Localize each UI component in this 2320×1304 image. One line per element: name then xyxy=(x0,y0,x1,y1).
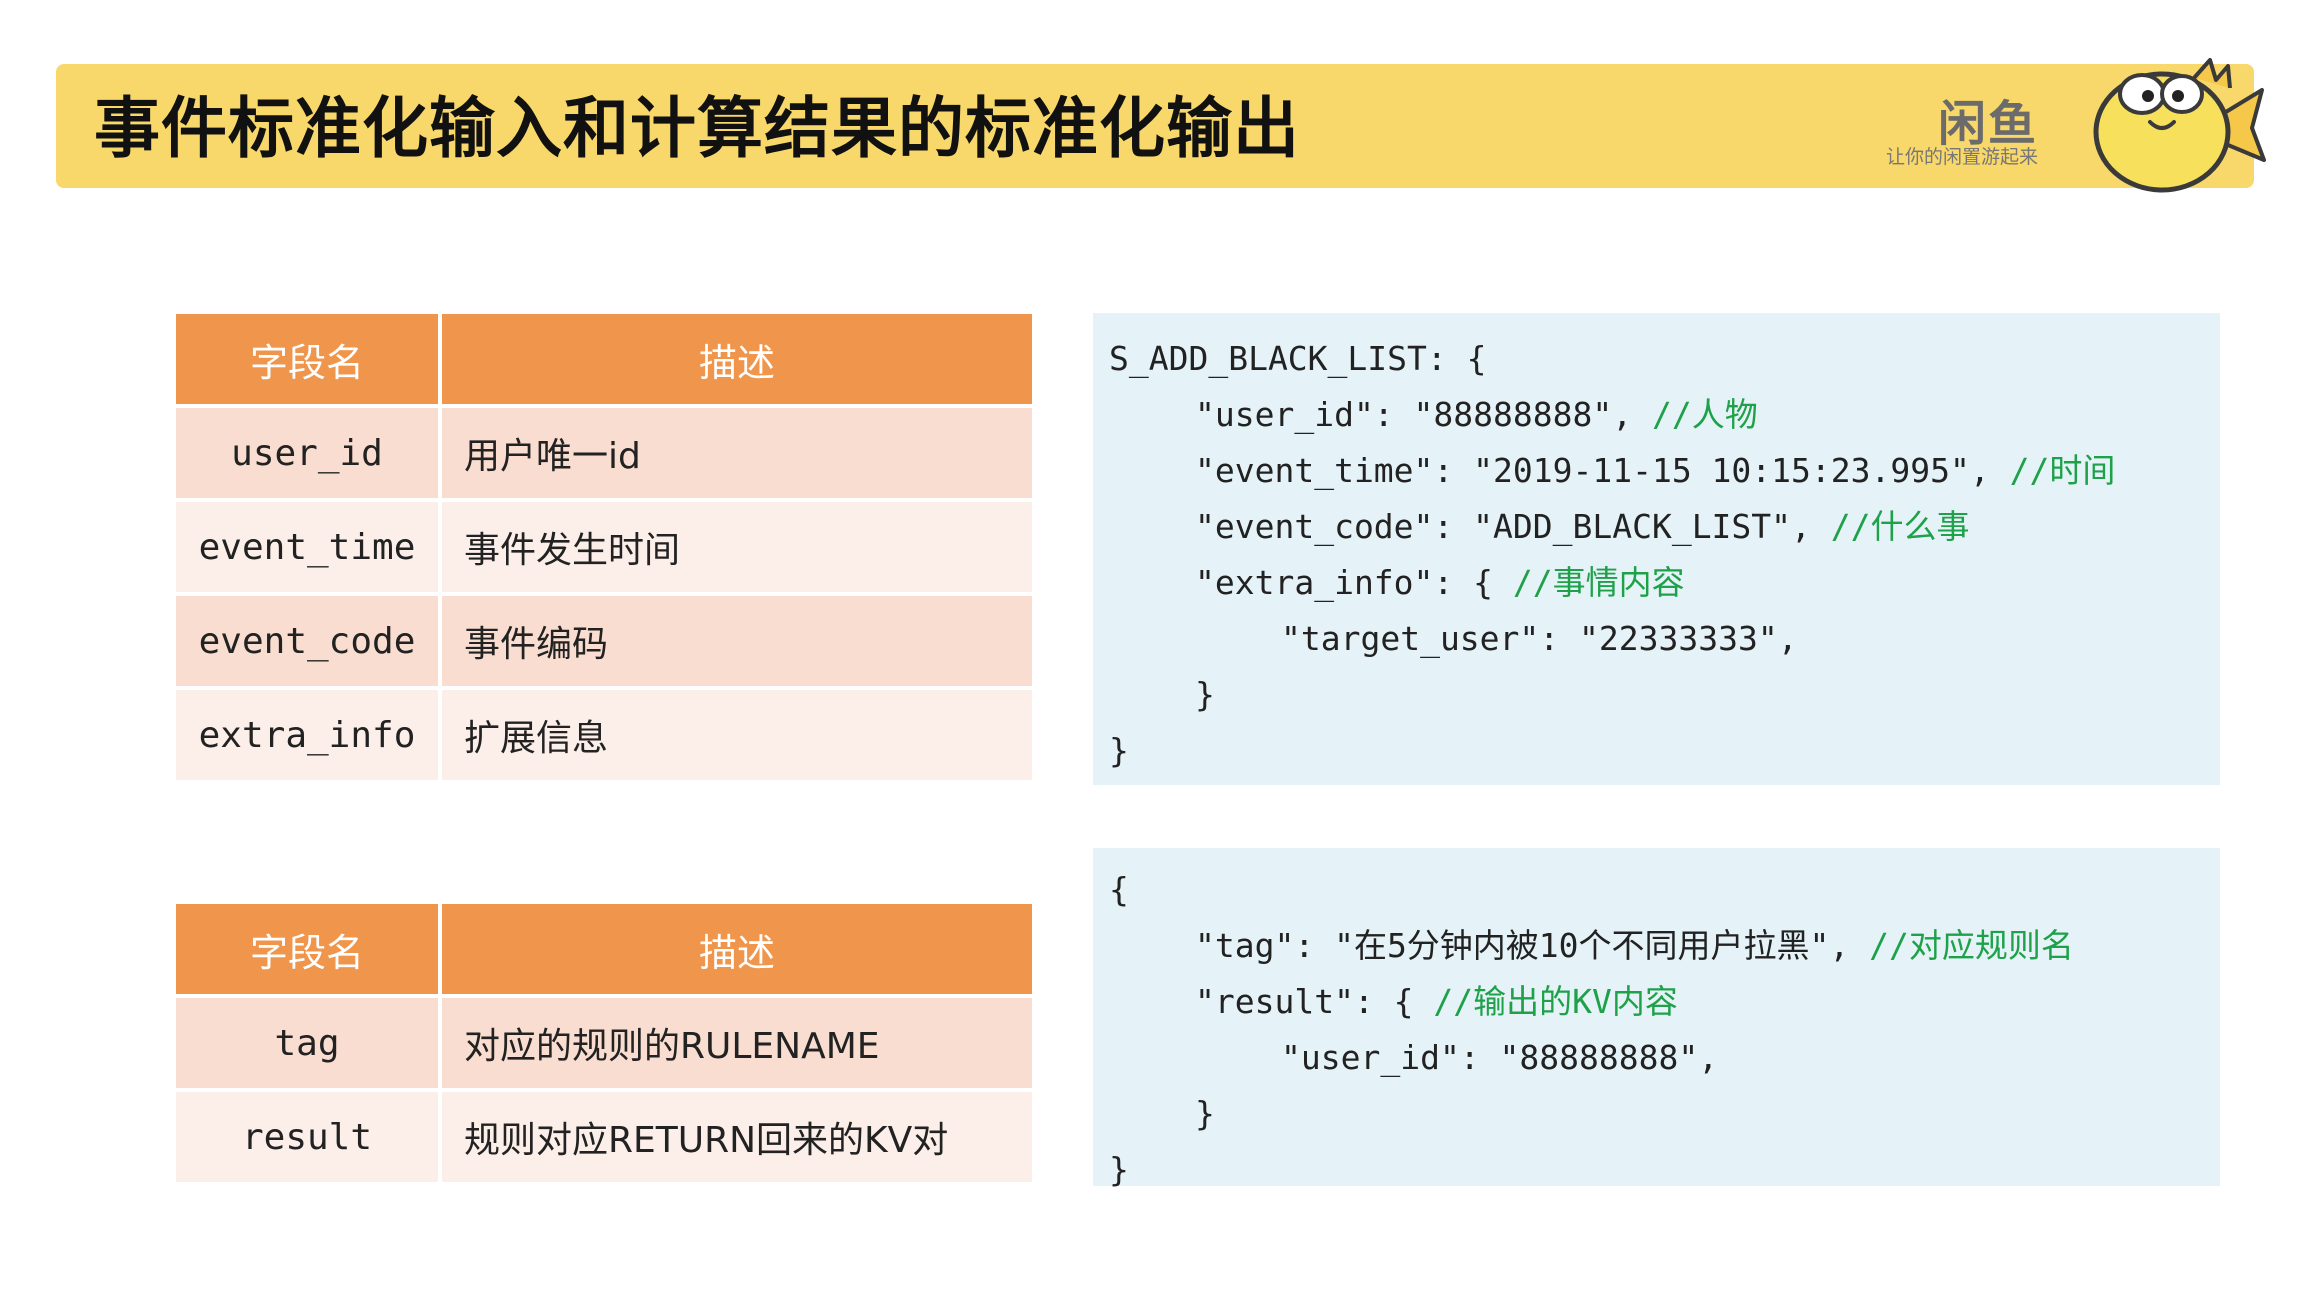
header-description: 描述 xyxy=(438,904,1032,994)
code-comment: //什么事 xyxy=(1830,507,1970,546)
header-field-name: 字段名 xyxy=(176,904,438,994)
code-line: "user_id": "88888888", //人物 xyxy=(1109,387,2220,443)
code-text: "event_code": "ADD_BLACK_LIST", xyxy=(1195,507,1831,546)
table-header-row: 字段名 描述 xyxy=(176,904,1032,994)
table-row: tag 对应的规则的RULENAME xyxy=(176,994,1032,1088)
header-field-name: 字段名 xyxy=(176,314,438,404)
field-desc-cell: 扩展信息 xyxy=(438,686,1032,780)
table-row: result 规则对应RETURN回来的KV对 xyxy=(176,1088,1032,1182)
field-desc-cell: 对应的规则的RULENAME xyxy=(438,994,1032,1088)
brand-logo: 闲鱼 让你的闲置游起来 xyxy=(1860,84,2046,174)
code-text: "user_id": "88888888", xyxy=(1195,395,1652,434)
input-field-table: 字段名 描述 user_id 用户唯一id event_time 事件发生时间 … xyxy=(176,314,1032,780)
header-description: 描述 xyxy=(438,314,1032,404)
field-desc-cell: 事件编码 xyxy=(438,592,1032,686)
field-desc-cell: 事件发生时间 xyxy=(438,498,1032,592)
code-comment: //人物 xyxy=(1651,395,1758,434)
code-line: "event_code": "ADD_BLACK_LIST", //什么事 xyxy=(1109,499,2220,555)
code-text: "tag": "在5分钟内被10个不同用户拉黑", xyxy=(1195,926,1870,965)
title-banner xyxy=(56,64,2254,188)
code-line: } xyxy=(1109,731,1129,770)
code-text: "extra_info": { xyxy=(1195,563,1513,602)
code-line: "tag": "在5分钟内被10个不同用户拉黑", //对应规则名 xyxy=(1109,918,2220,974)
field-name-cell: tag xyxy=(176,994,438,1088)
field-name-cell: extra_info xyxy=(176,686,438,780)
code-comment: //输出的KV内容 xyxy=(1433,982,1678,1021)
logo-tagline: 让你的闲置游起来 xyxy=(1885,146,2038,168)
field-name-cell: event_time xyxy=(176,498,438,592)
code-line: } xyxy=(1195,675,1215,714)
page-title: 事件标准化输入和计算结果的标准化输出 xyxy=(94,90,1300,167)
code-line: "target_user": "22333333", xyxy=(1281,619,1798,658)
code-line: "extra_info": { //事情内容 xyxy=(1109,555,2220,611)
code-text: "result": { xyxy=(1195,982,1434,1021)
table-row: event_time 事件发生时间 xyxy=(176,498,1032,592)
code-text: "event_time": "2019-11-15 10:15:23.995", xyxy=(1195,451,2010,490)
code-line: } xyxy=(1109,1150,1129,1189)
code-comment: //事情内容 xyxy=(1512,563,1685,602)
code-line: "event_time": "2019-11-15 10:15:23.995",… xyxy=(1109,443,2220,499)
code-line: { xyxy=(1109,870,1129,909)
table-row: extra_info 扩展信息 xyxy=(176,686,1032,780)
code-comment: //时间 xyxy=(2009,451,2116,490)
code-comment: //对应规则名 xyxy=(1869,926,2074,965)
code-line: } xyxy=(1195,1094,1215,1133)
field-desc-cell: 规则对应RETURN回来的KV对 xyxy=(438,1088,1032,1182)
field-desc-cell: 用户唯一id xyxy=(438,404,1032,498)
table-row: event_code 事件编码 xyxy=(176,592,1032,686)
code-line: "user_id": "88888888", xyxy=(1281,1038,1719,1077)
code-line: "result": { //输出的KV内容 xyxy=(1109,974,2220,1030)
field-name-cell: user_id xyxy=(176,404,438,498)
field-name-cell: result xyxy=(176,1088,438,1182)
table-header-row: 字段名 描述 xyxy=(176,314,1032,404)
output-json-example: { "tag": "在5分钟内被10个不同用户拉黑", //对应规则名 "res… xyxy=(1093,848,2220,1189)
fish-mascot-icon xyxy=(2093,58,2266,193)
field-name-cell: event_code xyxy=(176,592,438,686)
code-line: S_ADD_BLACK_LIST: { xyxy=(1109,339,1487,378)
logo-name: 闲鱼 xyxy=(1937,96,2038,152)
table-row: user_id 用户唯一id xyxy=(176,404,1032,498)
output-field-table: 字段名 描述 tag 对应的规则的RULENAME result 规则对应RET… xyxy=(176,904,1032,1182)
input-json-example: S_ADD_BLACK_LIST: { "user_id": "88888888… xyxy=(1093,313,2220,785)
